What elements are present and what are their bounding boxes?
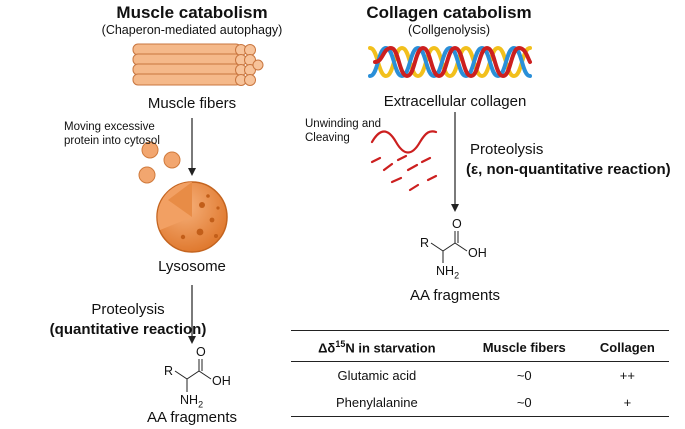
table-cell: + [585, 389, 669, 418]
left-molecule-r: R [164, 364, 174, 378]
cleaved-collagen-icon [370, 130, 438, 192]
muscle-fibers-icon [132, 43, 264, 86]
lysosome-label: Lysosome [158, 258, 226, 275]
lysosome-icon [156, 181, 228, 253]
table-cell: ++ [619, 368, 635, 384]
muscle-catabolism-subtitle: (Chaperon-mediated autophagy) [101, 23, 283, 37]
table-header-cell: Δδ15N in starvation [291, 329, 463, 363]
left-molecule-oh: OH [212, 374, 231, 388]
left-proteolysis-label: Proteolysis [91, 301, 165, 318]
muscle-catabolism-title: Muscle catabolism [116, 3, 268, 22]
right-proteolysis-label: Proteolysis [470, 141, 544, 158]
right-molecule-o: O [452, 217, 462, 231]
table-row: Phenylalanine ~0 + [291, 389, 669, 418]
collagen-catabolism-title: Collagen catabolism [366, 3, 532, 22]
table-header-cell: Collagen [585, 329, 669, 363]
protein-spheres-icon [138, 141, 181, 184]
table-cell: ~0 [516, 368, 532, 384]
amino-acid-structure-left [174, 359, 212, 392]
table-header-row: Δδ15N in starvation Muscle fibers Collag… [291, 329, 669, 363]
extracellular-collagen-label: Extracellular collagen [383, 93, 527, 110]
right-molecule-oh: OH [468, 246, 487, 260]
table-header-cell: Muscle fibers [462, 329, 586, 363]
table-row: Glutamic acid ~0 ++ [291, 362, 669, 390]
muscle-fibers-label: Muscle fibers [147, 95, 237, 112]
right-aa-fragments-label: AA fragments [409, 287, 501, 304]
unwinding-cleaving-note: Unwinding and Cleaving [305, 118, 382, 144]
table-cell: Phenylalanine [291, 389, 463, 418]
collagen-helix-icon [368, 45, 532, 79]
left-molecule-nh2: NH2 [180, 393, 204, 410]
nitrogen-isotope-table: Δδ15N in starvation Muscle fibers Collag… [291, 329, 669, 418]
left-aa-fragments-label: AA fragments [146, 409, 238, 426]
right-molecule-nh2: NH2 [436, 264, 460, 281]
quantitative-reaction-label: (quantitative reaction) [49, 321, 207, 338]
right-molecule-r: R [420, 236, 430, 250]
collagen-catabolism-subtitle: (Collgenolysis) [408, 23, 490, 37]
table-cell: ~0 [462, 389, 586, 418]
table-cell: Glutamic acid [337, 368, 417, 384]
non-quantitative-reaction-label: (ε, non-quantitative reaction) [466, 161, 671, 178]
moving-protein-note: Moving excessive protein into cytosol [64, 121, 160, 147]
amino-acid-structure-right [430, 231, 468, 263]
left-molecule-o: O [196, 345, 206, 359]
